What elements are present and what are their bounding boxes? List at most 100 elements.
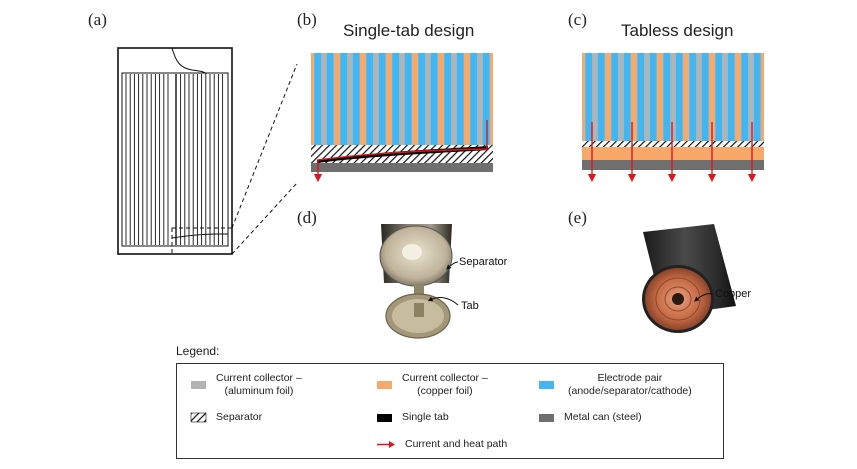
aluminum-foil-strip xyxy=(722,53,728,145)
legend-electrode-line2: (anode/separator/cathode) xyxy=(568,385,692,397)
legend-item-copper: Current collector –(copper foil) xyxy=(377,372,488,398)
electrode-strip xyxy=(585,53,593,145)
aluminum-foil-strip xyxy=(670,53,676,145)
copper-foil-strip xyxy=(734,53,738,145)
aluminum-foil-strip xyxy=(477,53,483,145)
aluminum-foil-strip xyxy=(644,53,650,145)
legend-item-metal-can: Metal can (steel) xyxy=(539,411,642,424)
panel-d-label: (d) xyxy=(297,208,317,227)
copper-foil-strip xyxy=(463,53,467,145)
aluminum-foil-strip xyxy=(373,53,379,145)
panel-c-tabless-diagram xyxy=(582,53,764,183)
panel-b-label: (b) xyxy=(297,10,317,29)
electrode-strip xyxy=(701,53,709,145)
aluminum-foil-strip xyxy=(451,53,457,145)
copper-foil-strip xyxy=(660,53,664,145)
legend-copper-line2: (copper foil) xyxy=(417,385,473,397)
aluminum-foil-strip xyxy=(425,53,431,145)
metal-can-swatch xyxy=(539,413,554,422)
electrode-strip xyxy=(326,53,334,145)
panel-a-label: (a) xyxy=(88,10,107,29)
panel-d-photo xyxy=(379,224,459,339)
copper-foil-strip xyxy=(712,53,716,145)
aluminum-foil-strip xyxy=(748,53,754,145)
copper-foil-strip xyxy=(411,53,415,145)
aluminum-foil-strip xyxy=(399,53,405,145)
legend-aluminum-line1: Current collector – xyxy=(216,372,302,384)
electrode-strip xyxy=(753,53,761,145)
copper-foil-strip xyxy=(608,53,612,145)
panel-b-single-tab-diagram xyxy=(311,53,493,183)
copper-foil-strip xyxy=(467,53,471,145)
electrode-strip xyxy=(444,53,452,145)
legend-item-electrode: Electrode pair(anode/separator/cathode) xyxy=(539,372,692,398)
separator-hatch-swatch xyxy=(190,412,207,423)
panel-e-label: (e) xyxy=(568,208,587,227)
copper-foil-strip xyxy=(489,53,493,145)
panel-e-photo xyxy=(642,224,736,333)
electrode-strip xyxy=(456,53,464,145)
legend-aluminum-line2: (aluminum foil) xyxy=(224,385,294,397)
electrode-strip xyxy=(352,53,360,145)
aluminum-foil-strip xyxy=(618,53,624,145)
callout-copper: Copper xyxy=(715,288,752,300)
single-tab-swatch xyxy=(377,413,392,422)
electrode-strip xyxy=(340,53,348,145)
aluminum-swatch xyxy=(191,381,206,389)
electrode-strip xyxy=(689,53,697,145)
electrode-strip xyxy=(675,53,683,145)
copper-foil-strip xyxy=(311,53,315,145)
legend-separator-label: Separator xyxy=(216,411,263,423)
copper-foil-strip xyxy=(686,53,690,145)
legend-metal-can-label: Metal can (steel) xyxy=(564,411,642,423)
legend-single-tab-label: Single tab xyxy=(402,411,449,423)
legend-copper-line1: Current collector – xyxy=(402,372,488,384)
separator-hatch xyxy=(582,141,764,147)
aluminum-foil-strip xyxy=(321,53,327,145)
copper-foil-strip xyxy=(760,53,764,145)
callout-tab: Tab xyxy=(461,300,479,312)
copper-foil-strip xyxy=(363,53,367,145)
copper-foil-strip xyxy=(738,53,742,145)
electrode-strip xyxy=(482,53,490,145)
copper-swatch xyxy=(377,381,392,389)
legend-item-current-path: Current and heat path xyxy=(377,438,507,451)
legend-item-separator: Separator xyxy=(190,411,263,424)
electrode-strip xyxy=(366,53,374,145)
legend-title: Legend: xyxy=(176,344,220,358)
copper-foil-strip xyxy=(708,53,712,145)
electrode-strip xyxy=(649,53,657,145)
copper-foil-strip xyxy=(604,53,608,145)
copper-foil-strip xyxy=(582,53,586,145)
electrode-strip xyxy=(392,53,400,145)
panel-b-title: Single-tab design xyxy=(343,21,475,40)
copper-foil-strip xyxy=(359,53,363,145)
copper-foil-strip xyxy=(337,53,341,145)
electrode-strip xyxy=(741,53,749,145)
electrode-strip xyxy=(611,53,619,145)
callout-separator: Separator xyxy=(459,256,508,268)
legend-item-aluminum: Current collector –(aluminum foil) xyxy=(191,372,302,398)
aluminum-foil-strip xyxy=(696,53,702,145)
electrode-strip xyxy=(430,53,438,145)
legend-item-single-tab: Single tab xyxy=(377,411,449,424)
copper-foil-strip xyxy=(634,53,638,145)
electrode-strip xyxy=(663,53,671,145)
electrode-strip xyxy=(404,53,412,145)
aluminum-foil-strip xyxy=(592,53,598,145)
electrode-strip xyxy=(715,53,723,145)
electrode-swatch xyxy=(539,381,554,389)
electrode-strip xyxy=(418,53,426,145)
electrode-strip xyxy=(470,53,478,145)
copper-foil-strip xyxy=(385,53,389,145)
legend-current-path-label: Current and heat path xyxy=(405,438,508,450)
electrode-strip xyxy=(378,53,386,145)
copper-foil-strip xyxy=(415,53,419,145)
red-arrow-icon xyxy=(377,441,395,448)
electrode-strip xyxy=(727,53,735,145)
panel-c-label: (c) xyxy=(568,10,587,29)
legend-electrode-line1: Electrode pair xyxy=(597,372,663,384)
electrode-strip xyxy=(637,53,645,145)
electrode-strip xyxy=(314,53,322,145)
